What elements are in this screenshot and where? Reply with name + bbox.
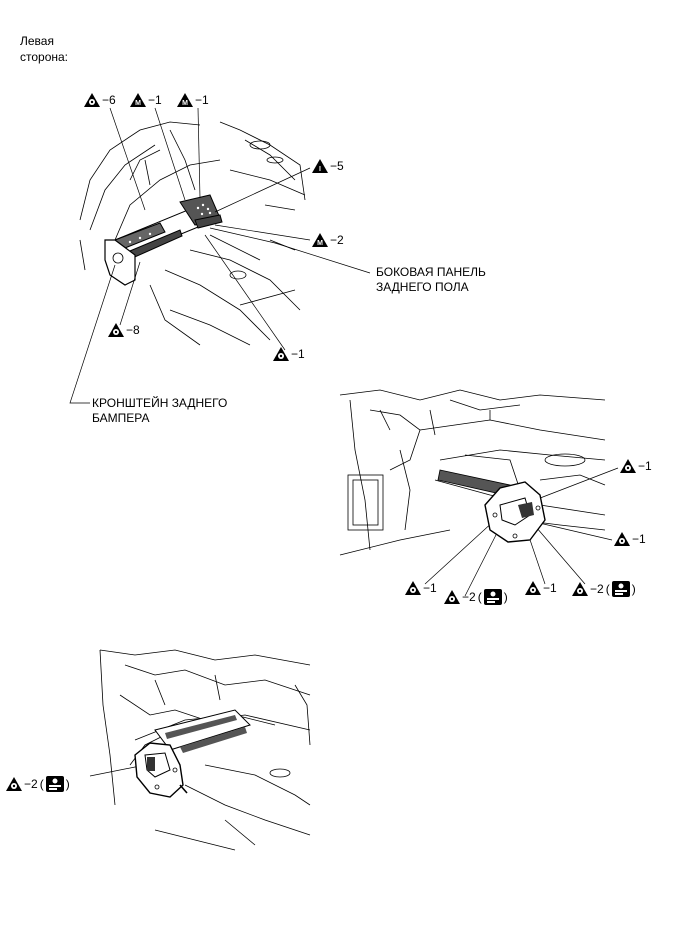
side-label-line2: сторона: [20,50,69,64]
callout-inert-5: I −5 [312,159,344,173]
part-bumper-bracket-line2: БАМПЕРА [92,411,150,425]
side-label-line1: Левая [20,34,54,48]
callout-value: −1 [291,347,305,361]
callout-mig-1a: M −1 [130,93,162,107]
spot-weld-symbol-icon [572,582,588,596]
callout-spot-weld-8: −8 [108,323,140,337]
callout-detail-spot-weld-mid: −1 [525,581,557,595]
floor-illustration-main [79,121,306,346]
part-bumper-bracket-line1: КРОНШТЕЙН ЗАДНЕГО [92,396,228,410]
callout-value: −1 [632,532,646,546]
mig-braze-symbol-icon: M [312,233,328,247]
callout-value: −2 [590,582,604,596]
svg-text:M: M [317,240,323,247]
callout-value: −1 [543,581,557,595]
callout-bottom-spot-weld-2: −2 ( ) [6,776,70,792]
callout-value: −1 [638,459,652,473]
svg-text:I: I [319,166,321,173]
rust-preventive-symbol-icon [611,581,630,597]
spot-weld-symbol-icon [108,323,124,337]
callout-value: −1 [148,93,162,107]
part-floor-side-panel-line1: БОКОВАЯ ПАНЕЛЬ [376,265,486,279]
callout-spot-weld-1a: −1 [273,347,305,361]
callout-spot-weld-6: −6 [84,93,116,107]
paren-close: ) [631,582,636,596]
paren-open: ( [605,582,610,596]
callout-value: −2 [330,233,344,247]
rust-preventive-symbol-icon [45,776,64,792]
bracket-illustration-bottom [99,649,311,851]
callout-value: −5 [330,159,344,173]
callout-detail-spot-weld-top: −1 [620,459,652,473]
spot-weld-symbol-icon [444,590,460,604]
spot-weld-symbol-icon [6,777,22,791]
svg-text:M: M [135,100,141,107]
spot-weld-symbol-icon [273,347,289,361]
rust-preventive-symbol-icon [483,589,502,605]
callout-value: −6 [102,93,116,107]
spot-weld-symbol-icon [525,581,541,595]
part-floor-side-panel-line2: ЗАДНЕГО ПОЛА [376,280,469,294]
callout-value: −1 [195,93,209,107]
callout-detail-spot-weld-2a: −2 ( ) [444,589,508,605]
spot-weld-symbol-icon [405,581,421,595]
callout-value: −2 [462,590,476,604]
spot-weld-symbol-icon [84,93,100,107]
callout-detail-spot-weld-2b: −2 ( ) [572,581,636,597]
paren-open: ( [477,590,482,604]
paren-open: ( [39,777,44,791]
bracket-illustration-detail [339,389,606,556]
paren-close: ) [503,590,508,604]
spot-weld-symbol-icon [614,532,630,546]
callout-detail-spot-weld-right: −1 [614,532,646,546]
mig-braze-symbol-icon: M [177,93,193,107]
spot-weld-symbol-icon [620,459,636,473]
callout-mig-1b: M −1 [177,93,209,107]
paren-close: ) [65,777,70,791]
callout-mig-2: M −2 [312,233,344,247]
callout-value: −2 [24,777,38,791]
inert-gas-symbol-icon: I [312,159,328,173]
svg-text:M: M [182,100,188,107]
callout-value: −1 [423,581,437,595]
callout-detail-spot-weld-left: −1 [405,581,437,595]
mig-braze-symbol-icon: M [130,93,146,107]
callout-value: −8 [126,323,140,337]
